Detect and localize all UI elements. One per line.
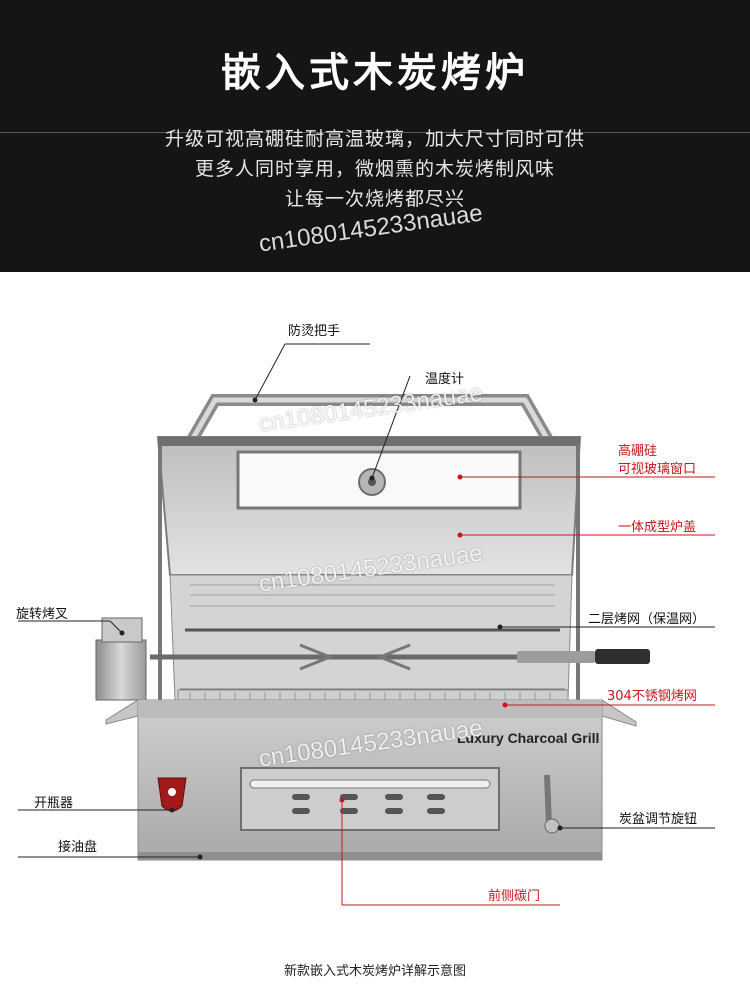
label-thermometer: 温度计	[425, 372, 465, 387]
label-heat-proof-handle: 防烫把手	[288, 324, 341, 339]
label-front-charcoal-door: 前侧碳门	[488, 889, 541, 904]
callout-lines	[18, 343, 715, 906]
label-steel-grill: 304不锈钢烤网	[607, 689, 697, 704]
description-line-2: 更多人同时享用，微烟熏的木炭烤制风味	[194, 158, 555, 180]
header-divider	[0, 132, 750, 133]
brand-plate: Luxury Charcoal Grill	[457, 730, 600, 746]
label-one-piece-lid: 一体成型炉盖	[618, 520, 697, 535]
label-glass-window-line-1: 高硼硅	[618, 444, 658, 459]
grill-handle	[186, 394, 554, 443]
label-glass-window-line-2: 可视玻璃窗口	[618, 462, 697, 477]
label-charcoal-knob: 炭盆调节旋钮	[619, 812, 698, 827]
description-line-3: 让每一次烧烤都尽兴	[284, 188, 465, 210]
label-rotisserie: 旋转烤叉	[16, 607, 69, 622]
grill-firebox	[169, 574, 573, 715]
figure-caption: 新款嵌入式木炭烤炉详解示意图	[283, 964, 466, 979]
grill-body	[137, 699, 603, 861]
left-side-shelf	[105, 699, 139, 725]
rotisserie-motor	[95, 617, 147, 701]
rotisserie-spit	[150, 643, 650, 671]
label-second-rack: 二层烤网（保温网）	[588, 612, 706, 627]
description-line-1: 升级可视高硼硅耐高温玻璃，加大尺寸同时可供	[164, 128, 585, 150]
label-drip-tray: 接油盘	[58, 840, 98, 855]
page-title: 嵌入式木炭烤炉	[221, 50, 529, 96]
grill-lid	[156, 436, 582, 700]
bottle-opener	[157, 777, 187, 812]
header-banner: 嵌入式木炭烤炉 升级可视高硼硅耐高温玻璃，加大尺寸同时可供 更多人同时享用，微烟…	[0, 0, 750, 272]
label-bottle-opener: 开瓶器	[34, 796, 74, 811]
